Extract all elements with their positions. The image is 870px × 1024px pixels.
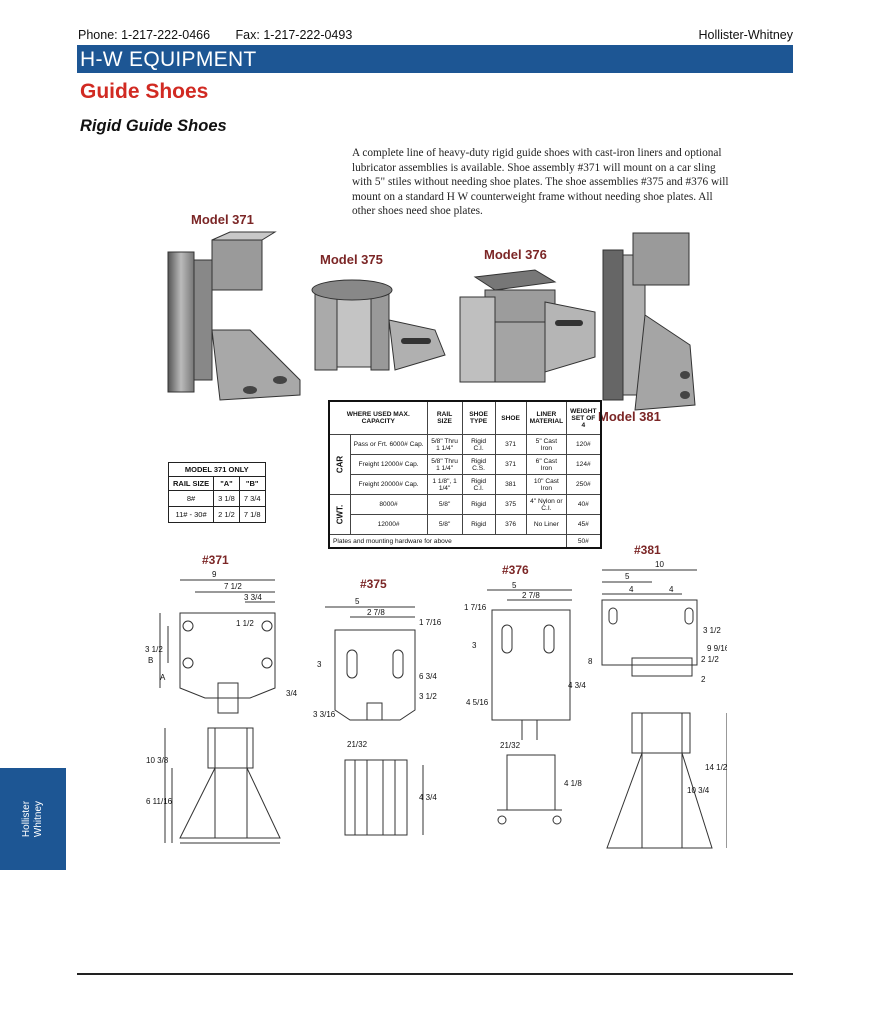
- table-row: CAR Pass or Frt. 6000# Cap. 5/8" Thru 1 …: [328, 434, 602, 495]
- page-title: Guide Shoes: [80, 80, 209, 103]
- side-tab: Hollister Whitney: [0, 768, 66, 870]
- cwt-section-label: CWT.: [328, 494, 351, 535]
- model-371-table-title: MODEL 371 ONLY: [168, 462, 266, 477]
- svg-text:4 5/16: 4 5/16: [466, 698, 489, 707]
- svg-text:1 1/2: 1 1/2: [236, 619, 254, 628]
- svg-text:4: 4: [669, 585, 674, 594]
- table-header: RAIL SIZE: [167, 476, 215, 491]
- diagram-381: 10 5 4 4 3 1/2 9 9/16 2 1/2 2 14 1/2 10 …: [601, 560, 727, 849]
- table-header: SHOE TYPE: [461, 400, 496, 435]
- svg-text:2 7/8: 2 7/8: [522, 591, 540, 600]
- svg-text:2 7/8: 2 7/8: [367, 608, 385, 617]
- table-header: "B": [238, 476, 266, 491]
- table-row: 8# 3 1/8 7 3/4: [167, 490, 266, 507]
- header-company: Hollister-Whitney: [698, 28, 793, 42]
- car-section-label: CAR: [328, 434, 351, 495]
- svg-text:3 3/16: 3 3/16: [313, 710, 336, 719]
- table-header: WEIGHT SET OF 4: [566, 400, 602, 435]
- svg-text:9 9/16: 9 9/16: [707, 644, 727, 653]
- diagram-371: 9 7 1/2 3 3/4 1 1/2 3 1/2 B A 3/4 10 3/8…: [145, 570, 298, 844]
- svg-text:4 3/4: 4 3/4: [419, 793, 437, 802]
- svg-text:21/32: 21/32: [347, 740, 368, 749]
- svg-text:3 1/2: 3 1/2: [703, 626, 721, 635]
- svg-text:9: 9: [212, 570, 217, 579]
- svg-text:10: 10: [655, 560, 664, 569]
- table-header: WHERE USED MAX. CAPACITY: [328, 400, 428, 435]
- diagram-376: 5 2 7/8 1 7/16 3 8 4 3/4 4 5/16 21/32 4 …: [464, 581, 593, 825]
- svg-text:B: B: [148, 656, 153, 665]
- svg-text:3/4: 3/4: [286, 689, 298, 698]
- table-row: Freight 20000# Cap. 1 1/8", 1 1/4" Rigid…: [329, 474, 602, 495]
- model-376-label: Model 376: [484, 247, 547, 262]
- section-band: H-W EQUIPMENT: [77, 45, 793, 73]
- diagram-376-label: #376: [502, 563, 529, 577]
- svg-text:21/32: 21/32: [500, 741, 521, 750]
- svg-text:10 3/8: 10 3/8: [146, 756, 169, 765]
- table-row: 11# - 30# 2 1/2 7 1/8: [167, 506, 266, 523]
- svg-text:6 3/4: 6 3/4: [419, 672, 437, 681]
- table-header: "A": [213, 476, 240, 491]
- model-371-table: MODEL 371 ONLY RAIL SIZE "A" "B" 8# 3 1/…: [167, 462, 266, 523]
- side-tab-label: Hollister Whitney: [21, 800, 44, 838]
- diagram-381-label: #381: [634, 543, 661, 557]
- page-subtitle: Rigid Guide Shoes: [80, 117, 227, 135]
- spec-table: WHERE USED MAX. CAPACITY RAIL SIZE SHOE …: [328, 400, 602, 549]
- svg-text:2 1/2: 2 1/2: [701, 655, 719, 664]
- footer-rule: [77, 973, 793, 975]
- model-376-photo: [459, 269, 596, 383]
- table-header: LINER MATERIAL: [525, 400, 568, 435]
- svg-text:14 1/2: 14 1/2: [705, 763, 727, 772]
- svg-text:4: 4: [629, 585, 634, 594]
- svg-text:4 1/8: 4 1/8: [564, 779, 582, 788]
- svg-text:8: 8: [588, 657, 593, 666]
- svg-text:3: 3: [472, 641, 477, 650]
- svg-text:3: 3: [317, 660, 322, 669]
- svg-text:3 1/2: 3 1/2: [145, 645, 163, 654]
- table-row: CWT. 8000# 5/8" Rigid 375 4" Nylon or C.…: [328, 494, 602, 535]
- model-375-label: Model 375: [320, 252, 383, 267]
- table-footer-row: Plates and mounting hardware for above 5…: [328, 534, 602, 549]
- svg-text:7 1/2: 7 1/2: [224, 582, 242, 591]
- svg-text:10 3/4: 10 3/4: [687, 786, 710, 795]
- diagram-371-label: #371: [202, 553, 229, 567]
- svg-text:5: 5: [355, 597, 360, 606]
- svg-text:5: 5: [512, 581, 517, 590]
- intro-paragraph: A complete line of heavy-duty rigid guid…: [352, 147, 729, 218]
- header-contact: Phone: 1-217-222-0466 Fax: 1-217-222-049…: [78, 28, 374, 42]
- diagram-375-label: #375: [360, 577, 387, 591]
- model-371-photo: [167, 231, 301, 401]
- svg-text:4 3/4: 4 3/4: [568, 681, 586, 690]
- model-381-label: Model 381: [598, 409, 661, 424]
- svg-text:3 3/4: 3 3/4: [244, 593, 262, 602]
- model-375-photo: [311, 279, 446, 371]
- phone-number: Phone: 1-217-222-0466: [78, 28, 211, 42]
- table-row: 12000# 5/8" Rigid 376 No Liner 45#: [329, 514, 602, 535]
- svg-text:A: A: [160, 673, 166, 682]
- diagram-375: 5 2 7/8 1 7/16 3 6 3/4 3 1/2 3 3/16 21/3…: [313, 597, 442, 836]
- svg-text:5: 5: [625, 572, 630, 581]
- table-header: RAIL SIZE: [426, 400, 463, 435]
- svg-text:3 1/2: 3 1/2: [419, 692, 437, 701]
- svg-text:1 7/16: 1 7/16: [419, 618, 442, 627]
- svg-text:1 7/16: 1 7/16: [464, 603, 487, 612]
- table-row: Freight 12000# Cap. 5/8" Thru 1 1/4" Rig…: [329, 454, 602, 475]
- table-header: SHOE: [494, 400, 527, 435]
- fax-number: Fax: 1-217-222-0493: [235, 28, 353, 42]
- svg-text:6 11/16: 6 11/16: [146, 797, 173, 806]
- svg-text:2: 2: [701, 675, 706, 684]
- model-371-label: Model 371: [191, 212, 254, 227]
- model-381-photo: [602, 232, 696, 411]
